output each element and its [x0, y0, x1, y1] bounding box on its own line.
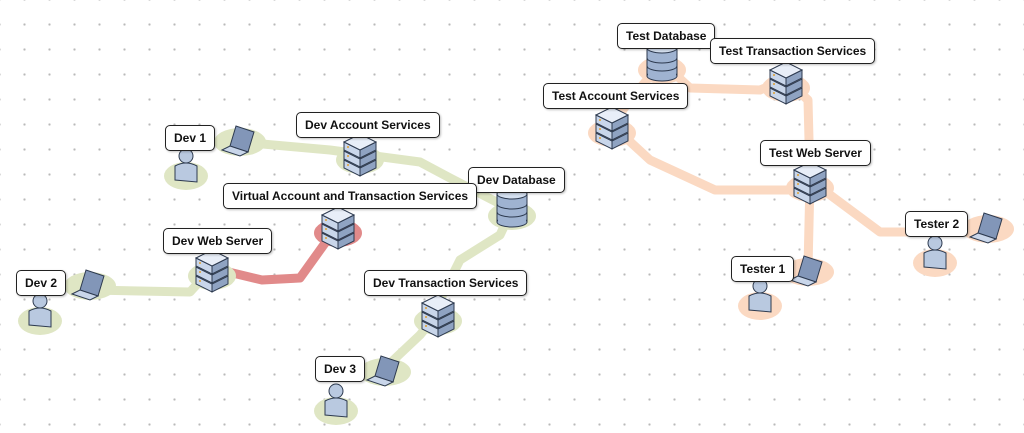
server-icon: [320, 206, 356, 250]
laptop-icon: [968, 212, 1003, 244]
node-label-test-trans[interactable]: Test Transaction Services: [710, 38, 876, 64]
server-icon: [342, 133, 378, 177]
node-label-dev-web[interactable]: Dev Web Server: [163, 228, 273, 254]
node-label-dev-db[interactable]: Dev Database: [468, 167, 565, 193]
user-icon: [324, 383, 348, 418]
node-label-test-db[interactable]: Test Database: [617, 23, 716, 49]
node-label-dev3[interactable]: Dev 3: [315, 356, 366, 382]
server-icon: [768, 61, 804, 105]
server-icon: [420, 294, 456, 338]
node-label-dev-account[interactable]: Dev Account Services: [296, 112, 440, 138]
node-label-dev-trans[interactable]: Dev Transaction Services: [364, 270, 528, 296]
user-icon: [28, 293, 52, 328]
server-icon: [594, 106, 630, 150]
server-icon: [792, 161, 828, 205]
laptop-icon: [788, 255, 823, 287]
laptop-icon: [70, 269, 105, 301]
connection-line: [207, 220, 343, 285]
node-label-test-web[interactable]: Test Web Server: [760, 140, 871, 166]
node-label-tester1[interactable]: Tester 1: [731, 256, 795, 282]
node-label-tester2[interactable]: Tester 2: [905, 211, 969, 237]
database-icon: [496, 188, 528, 228]
laptop-icon: [365, 355, 400, 387]
server-icon: [194, 249, 230, 293]
node-label-dev2[interactable]: Dev 2: [16, 270, 67, 296]
node-label-test-account[interactable]: Test Account Services: [543, 83, 689, 109]
user-icon: [923, 235, 947, 270]
laptop-icon: [220, 125, 255, 157]
node-label-virtual[interactable]: Virtual Account and Transaction Services: [223, 183, 478, 209]
user-icon: [748, 278, 772, 313]
node-label-dev1[interactable]: Dev 1: [165, 125, 216, 151]
user-icon: [174, 148, 198, 183]
connection-line: [607, 120, 815, 195]
